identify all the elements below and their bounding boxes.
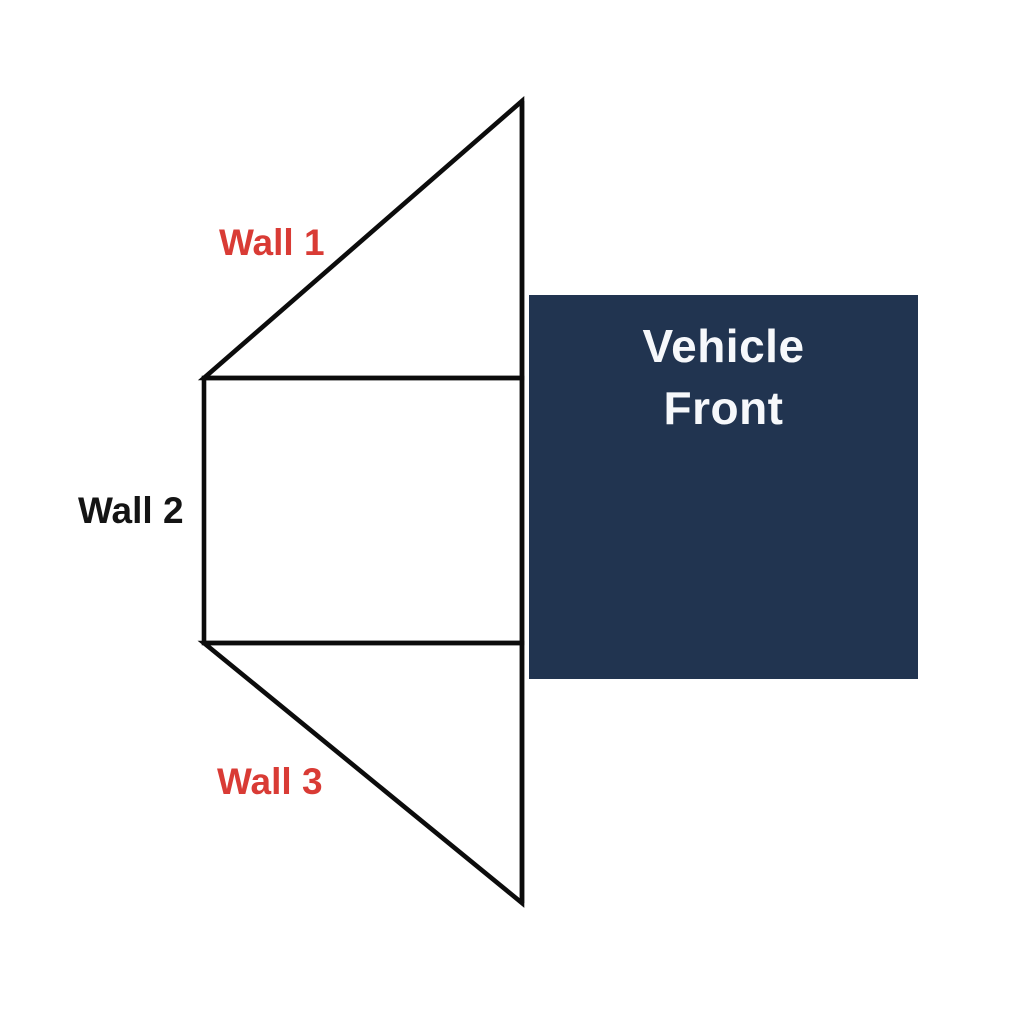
wall-2-rectangle [201, 375, 525, 646]
wall-2-label: Wall 2 [78, 490, 184, 531]
wall-1-label: Wall 1 [219, 222, 325, 263]
wall-3-label: Wall 3 [217, 761, 323, 802]
vehicle-front-box: Vehicle Front [529, 295, 918, 679]
vehicle-front-label-line2: Front [663, 382, 784, 434]
vehicle-front-label-line1: Vehicle [642, 320, 805, 372]
